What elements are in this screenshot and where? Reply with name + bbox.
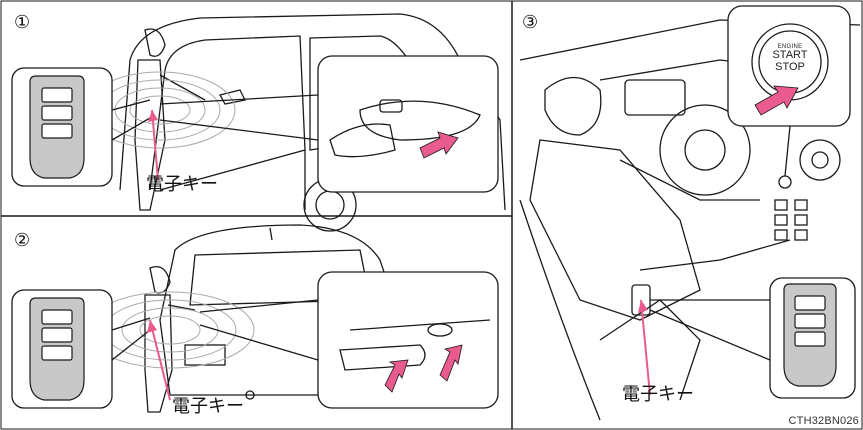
panel-3-number: ③ [522,14,538,32]
panel-3-key-label: 電子キー [622,386,694,404]
panel-1-number: ① [14,14,30,32]
figure-code: CTH32BN026 [789,415,859,427]
panel-1-key-label: 電子キー [146,176,218,194]
start-button-line-3: STOP [762,62,818,74]
key-fob-2 [30,298,84,400]
panel-2-key-label: 電子キー [172,398,244,416]
panel-1-illustration [12,14,505,231]
key-fob-1 [30,76,84,178]
engine-start-stop-button-label: ENGINE START STOP [762,44,818,73]
panel-2-number: ② [14,232,30,250]
panel-2-illustration [12,225,498,412]
key-fob-3 [784,284,836,386]
